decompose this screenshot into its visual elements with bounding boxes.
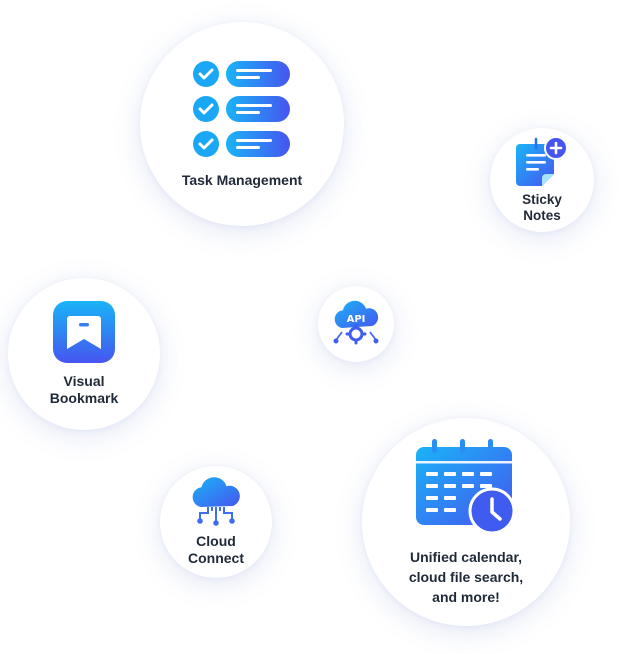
task-management-label: Task Management xyxy=(181,171,303,188)
sticky-notes-label: Sticky Notes xyxy=(522,192,562,223)
checklist-icon xyxy=(192,60,292,160)
api-cloud-icon: API xyxy=(330,298,382,350)
api-icon-text: API xyxy=(347,314,366,325)
api-feature[interactable]: API xyxy=(318,286,394,362)
calendar-clock-icon xyxy=(414,437,518,537)
unified-calendar-label: Unified calendar, cloud file search, and… xyxy=(408,549,524,605)
visual-bookmark-label: Visual Bookmark xyxy=(49,373,119,406)
unified-calendar-feature[interactable]: Unified calendar, cloud file search, and… xyxy=(362,418,570,626)
sticky-notes-feature[interactable]: Sticky Notes xyxy=(490,128,594,232)
sticky-note-icon xyxy=(516,136,568,188)
cloud-connect-feature[interactable]: Cloud Connect xyxy=(160,466,272,578)
visual-bookmark-feature[interactable]: Visual Bookmark xyxy=(8,278,160,430)
bookmark-icon xyxy=(53,301,115,363)
task-management-feature[interactable]: Task Management xyxy=(140,22,344,226)
cloud-network-icon xyxy=(188,477,244,529)
cloud-connect-label: Cloud Connect xyxy=(188,533,244,566)
